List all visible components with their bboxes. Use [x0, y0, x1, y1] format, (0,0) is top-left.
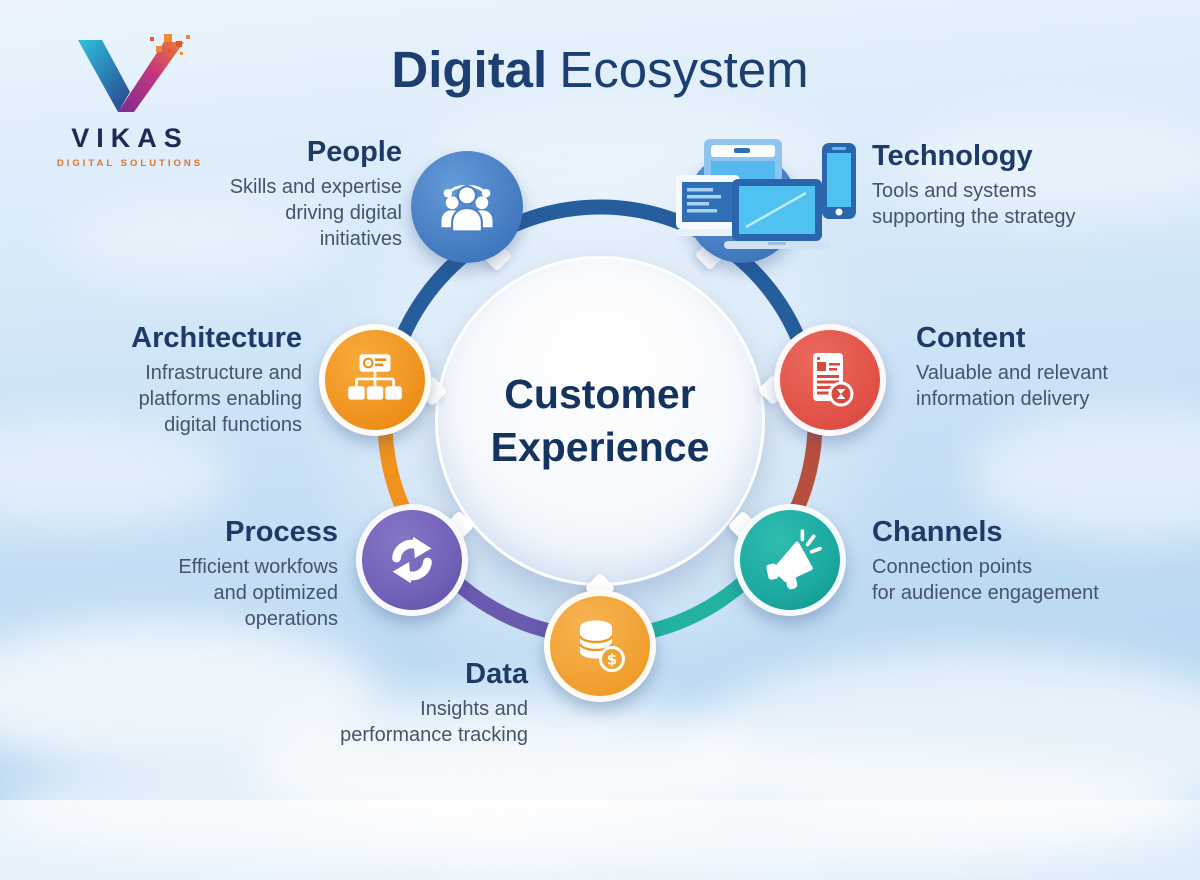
data-node: $: [544, 590, 656, 702]
logo-tagline-text: DIGITAL SOLUTIONS: [56, 158, 204, 169]
people-label: People Skills and expertise driving digi…: [182, 136, 402, 252]
svg-text:$: $: [607, 651, 617, 669]
data-label: Data Insights and performance tracking: [258, 658, 528, 748]
architecture-label: Architecture Infrastructure and platform…: [52, 322, 302, 438]
architecture-title: Architecture: [131, 322, 302, 354]
people-group-icon: [441, 185, 493, 233]
content-title: Content: [916, 322, 1026, 354]
title-word-digital: Digital: [391, 41, 548, 98]
process-node: [356, 504, 468, 616]
devices-icon: [676, 139, 856, 249]
database-dollar-icon: $: [578, 620, 625, 672]
people-node: [411, 151, 523, 263]
architecture-description: Infrastructure and platforms enabling di…: [138, 362, 302, 436]
technology-title: Technology: [872, 140, 1033, 172]
channels-title: Channels: [872, 516, 1003, 548]
document-icon: [813, 353, 854, 407]
cycle-arrows-icon: [392, 536, 432, 584]
logo-brand-text: VIKAS: [71, 123, 189, 153]
customer-experience-hub: Customer Experience: [435, 256, 765, 586]
data-description: Insights and performance tracking: [340, 698, 528, 746]
process-title: Process: [225, 516, 338, 548]
people-title: People: [306, 136, 402, 168]
vikas-logo-mark-icon: [78, 34, 190, 112]
data-title: Data: [465, 658, 528, 690]
content-node: [774, 324, 886, 436]
process-label: Process Efficient workfows and optimized…: [98, 516, 338, 632]
technology-label: Technology Tools and systems supporting …: [872, 140, 1132, 230]
cloud: [60, 190, 340, 290]
technology-description: Tools and systems supporting the strateg…: [872, 180, 1076, 228]
sitemap-icon: [348, 354, 402, 400]
channels-node: [734, 504, 846, 616]
technology-node: [676, 139, 856, 263]
channels-description: Connection points for audience engagemen…: [872, 556, 1099, 604]
vikas-logo: VIKAS DIGITAL SOLUTIONS: [52, 32, 208, 169]
cloud: [890, 110, 1200, 220]
content-description: Valuable and relevant information delive…: [916, 362, 1108, 410]
architecture-node: [319, 324, 431, 436]
people-description: Skills and expertise driving digital ini…: [229, 176, 402, 250]
cloud: [0, 420, 230, 530]
content-label: Content Valuable and relevant informatio…: [916, 322, 1166, 412]
customer-experience-label: Customer Experience: [490, 370, 710, 470]
process-description: Efficient workfows and optimized operati…: [178, 556, 338, 630]
megaphone-icon: [766, 529, 822, 590]
channels-label: Channels Connection points for audience …: [872, 516, 1162, 606]
title-word-ecosystem: Ecosystem: [559, 41, 809, 98]
